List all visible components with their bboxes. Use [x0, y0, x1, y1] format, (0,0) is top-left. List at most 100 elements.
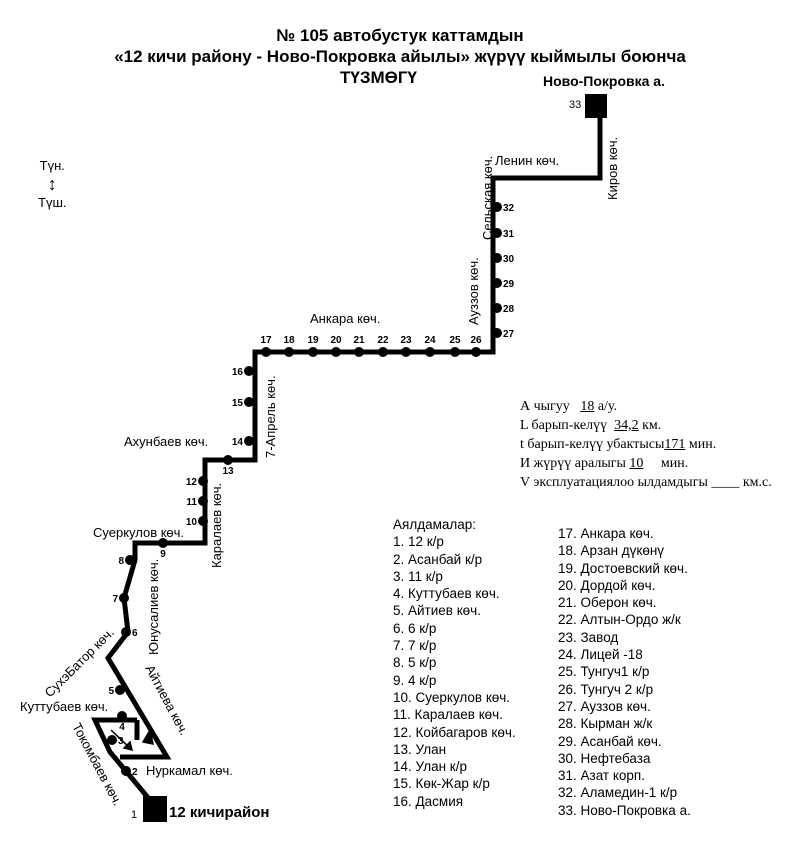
stop-marker — [121, 766, 131, 776]
stop-number: 8 — [118, 556, 124, 567]
stop-number: 17 — [260, 335, 272, 346]
stop-list-item: 9. 4 к/р — [393, 672, 437, 688]
stop-marker — [119, 593, 129, 603]
info-exits-unit: а/у. — [597, 399, 618, 414]
title-line-2: «12 кичи району - Ново-Покровка айылы» ж… — [114, 47, 686, 66]
stop-number: 29 — [503, 279, 515, 290]
stop-number: 32 — [503, 203, 515, 214]
stop-marker — [450, 347, 460, 357]
stop-list-item: 17. Анкара көч. — [558, 526, 654, 541]
stop-number: 9 — [160, 549, 166, 560]
info-interval-unit: мин. — [660, 456, 689, 471]
stop-list-item: 16. Дасмия — [393, 793, 464, 809]
stop-list-item: 30. Нефтебаза — [558, 750, 651, 766]
stop-number: 18 — [283, 335, 295, 346]
arrow-icon — [141, 727, 154, 745]
stop-list-item: 7. 7 к/р — [393, 638, 437, 654]
stop-list-item: 8. 5 к/р — [393, 655, 437, 671]
street-karalaev: Каралаев көч. — [209, 483, 224, 568]
stop-number: 14 — [232, 437, 244, 448]
stop-marker — [401, 347, 411, 357]
stop-list-item: 33. Ново-Покровка а. — [558, 802, 691, 818]
stop-marker — [107, 735, 117, 745]
stop-list-item: 18. Арзан дүкөнү — [558, 543, 665, 559]
stop-marker — [223, 455, 233, 465]
stop-number: 2 — [132, 767, 138, 778]
stop-marker — [492, 202, 502, 212]
street-lenin: Ленин көч. — [495, 153, 559, 168]
stop-list-item: 27. Ауззов көч. — [558, 698, 651, 714]
stop-number: 11 — [186, 497, 197, 508]
info-length-unit: км. — [642, 418, 662, 433]
stop-marker — [198, 496, 208, 506]
info-length-label: L барып-келүү — [520, 418, 608, 433]
stop-list-item: 11. Каралаев көч. — [393, 707, 503, 723]
street-april: 7-Апрель көч. — [263, 375, 278, 458]
stop-number: 10 — [186, 517, 198, 528]
stop-number: 3 — [118, 736, 124, 747]
route-info: А чыгуу 18 а/у. L барып-келүү 34,2 км. t… — [520, 397, 772, 492]
info-time-unit: мин. — [688, 437, 717, 452]
stop-marker — [244, 366, 254, 376]
stop-list-item: 23. Завод — [558, 629, 619, 645]
terminal-start-num: 1 — [131, 809, 137, 821]
street-selskaya: Сельская көч. — [480, 156, 495, 240]
stop-list-item: 15. Көк-Жар к/р — [393, 776, 490, 792]
info-exits-value: 18 — [580, 399, 595, 414]
stop-list-item: 20. Дордой көч. — [558, 577, 656, 593]
terminal-start-icon — [143, 796, 167, 822]
street-kuttubaev: Куттубаев көч. — [20, 699, 108, 714]
stop-list-item: 19. Достоевский көч. — [558, 560, 688, 576]
terminal-end-icon — [585, 94, 607, 118]
street-ankara: Анкара көч. — [310, 311, 380, 326]
stop-list-item: 4. Куттубаев көч. — [393, 586, 500, 602]
stop-number: 31 — [503, 229, 515, 240]
stop-number: 19 — [307, 335, 319, 346]
info-exits-label: А чыгуу — [520, 399, 570, 414]
stop-marker — [425, 347, 435, 357]
street-auezov: Ауззов көч. — [466, 257, 481, 325]
terminal-end-label: Ново-Покровка а. — [543, 73, 665, 89]
stop-number: 30 — [503, 254, 515, 265]
stop-number: 6 — [132, 628, 138, 639]
stop-marker — [492, 278, 502, 288]
stop-marker — [331, 347, 341, 357]
stop-number: 23 — [400, 335, 412, 346]
stop-list-item: 21. Оберон көч. — [558, 595, 657, 611]
info-time-value: 171 — [664, 437, 686, 452]
stop-marker — [198, 476, 208, 486]
info-length-value: 34,2 — [614, 418, 639, 433]
stop-marker — [198, 516, 208, 526]
stop-marker — [125, 555, 135, 565]
stop-number: 22 — [377, 335, 389, 346]
street-yunusaliev: Юнусалиев көч. — [146, 559, 161, 655]
stop-list-item: 31. Азат корп. — [558, 768, 645, 784]
info-interval-value: 10 — [629, 456, 644, 471]
stop-marker — [492, 303, 502, 313]
stop-marker — [492, 228, 502, 238]
stop-marker — [244, 397, 254, 407]
stop-list-item: 3. 11 к/р — [393, 568, 443, 584]
stop-marker — [492, 328, 502, 338]
stop-marker — [378, 347, 388, 357]
stop-list-item: 5. Айтиев көч. — [393, 603, 481, 619]
stop-marker — [261, 347, 271, 357]
stop-number: 28 — [503, 304, 515, 315]
stop-list-item: 24. Лицей -18 — [558, 647, 643, 663]
stop-list-item: 6. 6 к/р — [393, 620, 437, 636]
stop-list-item: 10. Суеркулов көч. — [393, 689, 511, 705]
stop-number: 4 — [119, 722, 125, 733]
loop-arrows — [110, 727, 154, 752]
stop-marker — [492, 253, 502, 263]
stop-number: 13 — [222, 466, 234, 477]
stop-number: 27 — [503, 329, 515, 340]
stop-number: 15 — [232, 398, 244, 409]
stop-number: 16 — [232, 367, 244, 378]
street-sukhbator: СухэБатор көч. — [42, 625, 117, 700]
stop-marker — [308, 347, 318, 357]
compass-arrow-icon: ↕ — [47, 174, 57, 194]
terminal-end-num: 33 — [569, 99, 581, 111]
street-suerkulov: Суеркулов көч. — [93, 525, 184, 540]
